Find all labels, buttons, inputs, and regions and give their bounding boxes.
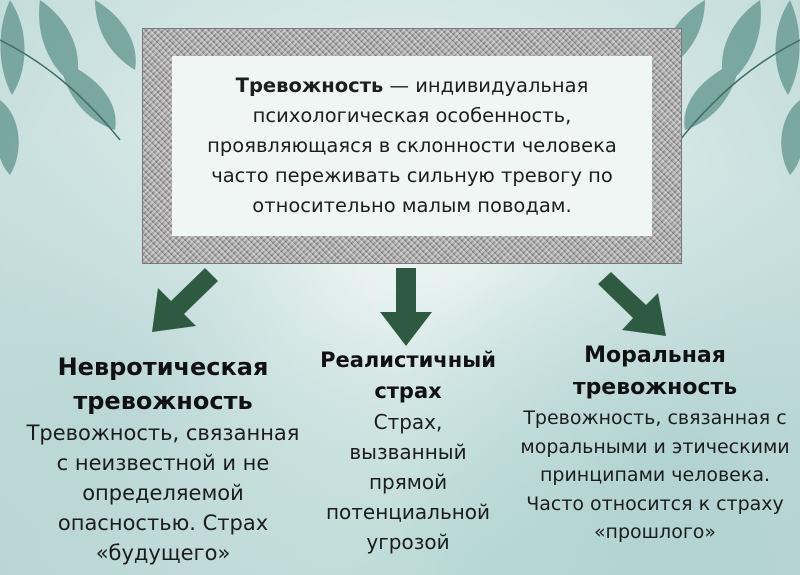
neurotic-anxiety-block: Невротическая тревожность Тревожность, с… bbox=[18, 350, 308, 568]
definition-box: Тревожность — индивидуальная психологиче… bbox=[172, 56, 652, 236]
definition-frame: Тревожность — индивидуальная психологиче… bbox=[142, 28, 682, 264]
arrow-left-down bbox=[152, 268, 218, 332]
realistic-fear-title: Реалистичный страх bbox=[320, 348, 496, 403]
arrow-right-down bbox=[598, 272, 666, 336]
neurotic-anxiety-title: Невротическая тревожность bbox=[57, 353, 269, 415]
moral-anxiety-title: Моральная тревожность bbox=[572, 343, 738, 400]
definition-term: Тревожность bbox=[235, 74, 384, 97]
definition-body: — индивидуальная психологическая особенн… bbox=[207, 74, 617, 217]
neurotic-anxiety-description: Тревожность, связанная с неизвестной и н… bbox=[26, 421, 300, 565]
realistic-fear-description: Страх, вызванный прямой потенциальной уг… bbox=[325, 410, 491, 554]
moral-anxiety-block: Моральная тревожность Тревожность, связа… bbox=[520, 340, 790, 547]
definition-text: Тревожность — индивидуальная психологиче… bbox=[182, 71, 642, 221]
moral-anxiety-description: Тревожность, связанная с моральными и эт… bbox=[520, 407, 790, 543]
decorative-leaves-left bbox=[0, 0, 136, 175]
arrow-down bbox=[380, 268, 432, 346]
decorative-leaves-right bbox=[664, 0, 800, 175]
realistic-fear-block: Реалистичный страх Страх, вызванный прям… bbox=[312, 345, 504, 557]
